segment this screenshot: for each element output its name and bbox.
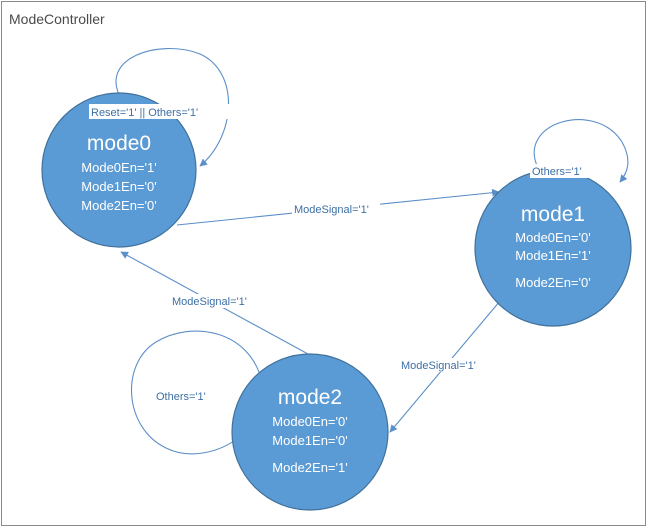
edge-label-mode2-self: Others='1' <box>156 391 206 403</box>
state-mode1-output-1: Mode1En='1' <box>515 248 590 263</box>
edge-label-mode1-self: Others='1' <box>532 166 582 178</box>
edge-label-mode0-to-mode1: ModeSignal='1' <box>294 204 369 216</box>
state-mode1-name: mode1 <box>521 203 585 226</box>
state-mode1-output-0: Mode0En='0' <box>515 230 590 245</box>
edge-label-mode1-to-mode2: ModeSignal='1' <box>401 360 476 372</box>
state-mode2-output-0: Mode0En='0' <box>272 414 347 429</box>
state-mode2-circle <box>231 353 389 511</box>
state-mode0-name: mode0 <box>87 132 151 155</box>
state-mode0-output-1: Mode1En='0' <box>81 179 156 194</box>
state-mode2-name: mode2 <box>278 386 342 409</box>
self-loop-mode2 <box>130 330 263 455</box>
state-mode2: mode2 Mode0En='0' Mode1En='0' Mode2En='1… <box>231 353 389 511</box>
state-mode0-output-0: Mode0En='1' <box>81 160 156 175</box>
self-loop-mode1 <box>533 119 629 183</box>
edge-label-mode2-to-mode0: ModeSignal='1' <box>172 296 247 308</box>
state-mode0: mode0 Mode0En='1' Mode1En='0' Mode2En='0… <box>41 92 197 248</box>
state-mode1-output-2: Mode2En='0' <box>515 275 590 290</box>
diagram-title: ModeController <box>9 11 105 27</box>
edge-label-mode0-self: Reset='1' || Others='1' <box>91 107 198 119</box>
self-loop-mode0 <box>115 47 229 167</box>
state-mode2-output-2: Mode2En='1' <box>272 460 347 475</box>
state-mode0-circle <box>41 92 197 248</box>
state-mode0-output-2: Mode2En='0' <box>81 198 156 213</box>
state-mode1: mode1 Mode0En='0' Mode1En='1' Mode2En='0… <box>474 169 632 327</box>
state-mode2-output-1: Mode1En='0' <box>272 433 347 448</box>
